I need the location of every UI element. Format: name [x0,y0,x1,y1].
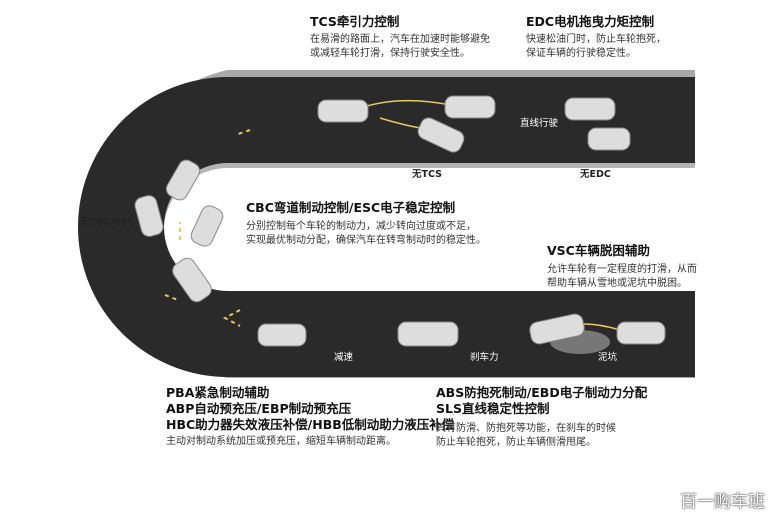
tcs-title: TCS牵引力控制 [310,14,400,29]
vsc-title: VSC车辆脱困辅助 [547,243,650,258]
label-brake: 刹车力 [470,352,499,363]
pba-desc: 主动对制动系统加压或预充压，缩短车辆制动距离。 [166,436,396,447]
road [78,77,695,377]
edc-desc-2: 保证车辆的行驶稳定性。 [526,48,636,59]
abp-title: ABP自动预充压/EBP制动预充压 [166,401,352,416]
cbc-desc-2: 实现最优制动分配，确保汽车在转弯制动时的稳定性。 [246,235,486,246]
hbc-title: HBC助力器失效液压补偿/HBB低制动助力液压补偿 [166,417,455,432]
lane-arrows [164,129,251,327]
label-straight: 直线行驶 [520,118,559,129]
abs-title: ABS防抱死制动/EBD电子制动力分配 [436,385,648,400]
label-decel: 减速 [334,352,354,363]
vsc-desc-2: 帮助车辆从雪地或泥坑中脱困。 [547,278,687,289]
edc-title: EDC电机拖曳力矩控制 [526,14,655,29]
watermark: 百一购车班 [680,492,765,512]
abs-desc-1: 具有防滑、防抱死等功能，在刹车的时候 [436,423,616,434]
label-no-edc: 无EDC [580,169,611,180]
tcs-desc-2: 或减轻车轮打滑，保持行驶安全性。 [310,48,470,59]
tcs-desc-1: 在易滑的路面上，汽车在加速时能够避免 [310,34,490,45]
sls-title: SLS直线稳定性控制 [436,401,550,416]
cars [134,95,666,347]
abs-desc-2: 防止车轮抱死，防止车辆侧滑甩尾。 [436,437,596,448]
label-mud: 泥坑 [598,352,618,363]
label-no-cbc: 无CBC/ESC [80,217,135,228]
label-no-tcs: 无TCS [412,169,442,180]
edc-desc-1: 快速松油门时，防止车轮抱死， [526,34,666,45]
pba-title: PBA紧急制动辅助 [166,385,270,400]
vsc-desc-1: 允许车轮有一定程度的打滑，从而 [547,264,697,275]
cbc-desc-1: 分别控制每个车轮的制动力，减少转向过度或不足， [246,221,476,232]
cbc-title: CBC弯道制动控制/ESC电子稳定控制 [246,200,456,215]
